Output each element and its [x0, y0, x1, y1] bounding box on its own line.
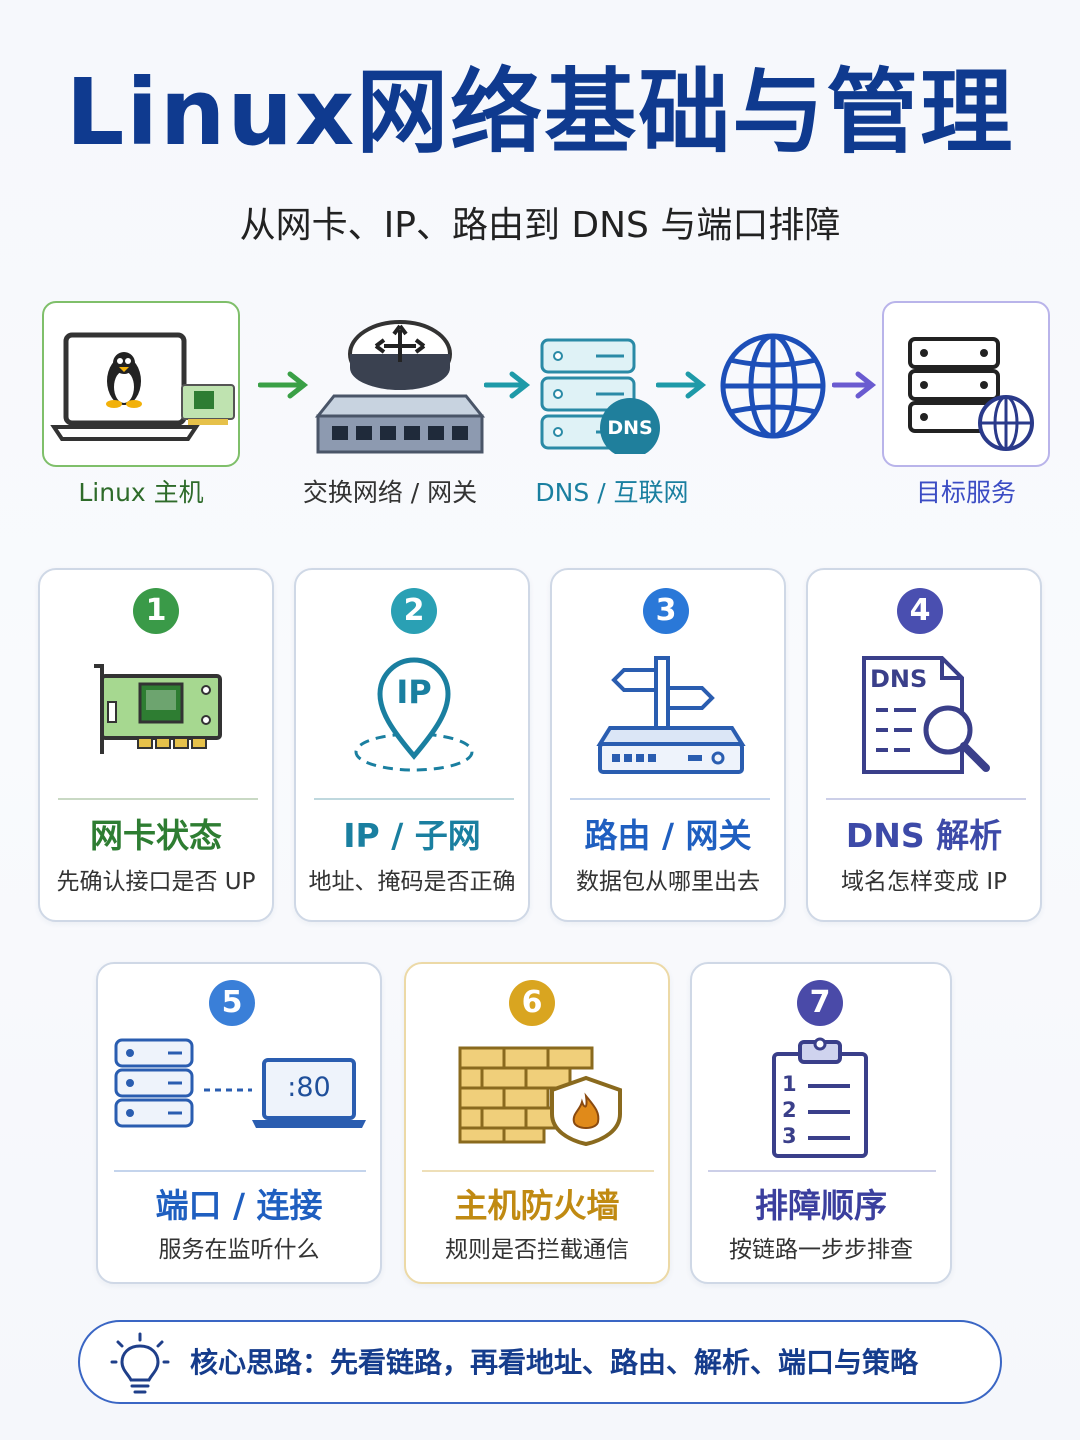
firewall-icon — [458, 1046, 622, 1146]
card-title: DNS 解析 — [845, 816, 1003, 855]
card-ip-subnet: 2 IP IP / 子网 地址、掩码是否正确 — [294, 568, 530, 922]
page-subtitle: 从网卡、IP、路由到 DNS 与端口排障 — [239, 205, 841, 246]
card-title: 网卡状态 — [90, 816, 222, 855]
dns-server-icon — [540, 338, 660, 458]
lightbulb-icon — [110, 1332, 170, 1394]
checklist-step-3: 3 — [782, 1124, 797, 1148]
card-divider — [114, 1170, 366, 1172]
arrow-icon — [484, 371, 531, 399]
card-divider — [314, 798, 514, 800]
step-badge: 4 — [897, 588, 943, 634]
card-desc: 数据包从哪里出去 — [576, 869, 760, 895]
server-globe-icon — [908, 337, 1034, 451]
card-divider — [708, 1170, 936, 1172]
arrow-icon — [258, 371, 309, 399]
card-divider — [570, 798, 770, 800]
card-title: IP / 子网 — [343, 816, 481, 855]
page-title: Linux网络基础与管理 — [65, 59, 1015, 166]
arrow-icon — [832, 371, 877, 399]
card-desc: 规则是否拦截通信 — [445, 1237, 629, 1263]
flow-label-switch-gateway: 交换网络 / 网关 — [302, 478, 478, 507]
card-desc: 服务在监听什么 — [158, 1237, 320, 1263]
ip-pin-text: IP — [396, 673, 432, 711]
card-host-firewall: 6 主机防火墙 规则是否拦截通信 — [404, 962, 670, 1284]
router-switch-icon — [314, 320, 486, 454]
flow-node-dns-internet: DNS — [536, 334, 666, 458]
core-tip-bar: 核心思路：先看链路，再看地址、路由、解析、端口与策略 — [78, 1320, 1002, 1404]
card-desc: 先确认接口是否 UP — [56, 869, 256, 895]
flow-label-target-service: 目标服务 — [915, 478, 1016, 507]
ip-pin-icon — [354, 657, 474, 772]
step-badge: 2 — [391, 588, 437, 634]
card-divider — [422, 1170, 654, 1172]
card-troubleshoot-order: 7 1 2 3 排障顺序 按链路一步步排查 — [690, 962, 952, 1284]
card-title: 路由 / 网关 — [584, 816, 752, 855]
card-desc: 域名怎样变成 IP — [841, 869, 1007, 895]
card-divider — [58, 798, 258, 800]
step-badge: 6 — [509, 980, 555, 1026]
port-text: :80 — [287, 1072, 331, 1103]
step-badge: 5 — [209, 980, 255, 1026]
card-divider — [826, 798, 1026, 800]
core-tip-text: 核心思路：先看链路，再看地址、路由、解析、端口与策略 — [190, 1346, 919, 1379]
dns-tag: DNS — [607, 417, 653, 439]
card-dns-resolve: 4 DNS DNS 解析 域名怎样变成 IP — [806, 568, 1042, 922]
card-desc: 地址、掩码是否正确 — [308, 869, 516, 895]
card-route-gateway: 3 路由 / 网关 数据包从哪里出去 — [550, 568, 786, 922]
route-signpost-icon — [596, 656, 746, 774]
flow-node-linux-host — [42, 301, 240, 467]
card-title: 端口 / 连接 — [155, 1186, 323, 1225]
checklist-step-1: 1 — [782, 1072, 797, 1096]
flow-label-dns-internet: DNS / 互联网 — [535, 478, 689, 507]
laptop-linux-icon — [50, 332, 235, 441]
card-desc: 按链路一步步排查 — [729, 1237, 913, 1263]
flow-label-linux-host: Linux 主机 — [78, 478, 204, 507]
dns-search-icon — [862, 656, 990, 774]
checklist-icon — [772, 1037, 868, 1158]
flow-node-target-service — [882, 301, 1050, 467]
step-badge: 3 — [643, 588, 689, 634]
card-port-connection: 5 :80 端口 / 连接 服务在监听什么 — [96, 962, 382, 1284]
step-badge: 7 — [797, 980, 843, 1026]
port-connection-icon — [114, 1038, 366, 1128]
arrow-icon — [656, 371, 707, 399]
dns-doc-text: DNS — [870, 665, 928, 693]
card-title: 排障顺序 — [755, 1186, 887, 1225]
step-badge: 1 — [133, 588, 179, 634]
globe-icon — [720, 333, 826, 439]
card-title: 主机防火墙 — [454, 1186, 620, 1225]
checklist-step-2: 2 — [782, 1098, 797, 1122]
network-card-icon — [94, 664, 222, 754]
flow-node-switch-gateway — [312, 312, 488, 462]
card-nic-status: 1 网卡状态 先确认接口是否 UP — [38, 568, 274, 922]
